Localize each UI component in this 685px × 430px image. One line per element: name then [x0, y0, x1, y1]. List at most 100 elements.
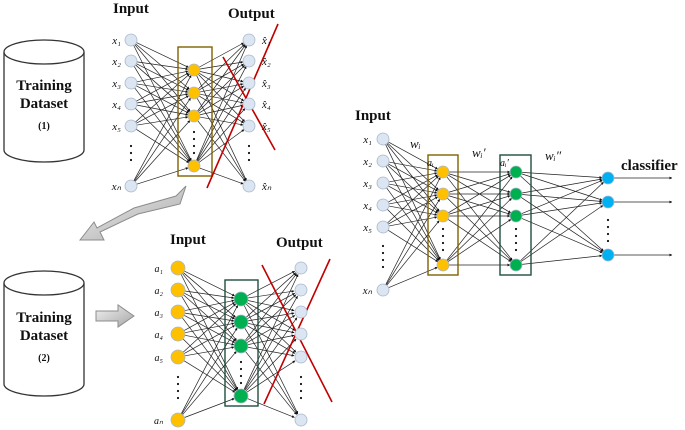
p1-edge-in-hidden	[136, 95, 189, 124]
training-dataset-1-cylinder: Training Dataset (1)	[3, 39, 85, 163]
p2-edge-hidden-out	[246, 315, 296, 343]
p3-input-label: x₂	[362, 156, 372, 168]
p1-discard-cross-line-1	[206, 23, 279, 189]
p1-hidden-layer-box	[177, 46, 213, 177]
p3-edge-in-h1	[385, 198, 441, 286]
p3-edge-h2-out	[521, 178, 603, 194]
p1-output-node	[242, 179, 256, 193]
p1-edge-hidden-out	[196, 75, 247, 181]
p2-edge-hidden-out	[243, 305, 299, 414]
p2-edge-in-hidden	[182, 294, 237, 342]
p1-edge-hidden-out	[199, 93, 244, 104]
p1-edge-in-hidden	[136, 85, 189, 114]
p3-classifier-node	[601, 195, 615, 209]
p3-edge-in-h1	[387, 229, 439, 263]
p2-output-node	[294, 283, 308, 297]
p2-edge-in-hidden	[180, 304, 239, 414]
p1-edge-hidden-out	[198, 43, 245, 90]
p1-output-label: x̂ₙ	[261, 181, 272, 193]
p2-edge-hidden-out	[247, 398, 295, 418]
p2-edge-hidden-out	[247, 334, 295, 345]
p1-input-label: x₁	[111, 35, 121, 47]
p3-edge-in-h1	[386, 220, 440, 286]
p3-input-ellipsis	[381, 258, 385, 262]
p1-edge-hidden-out	[197, 44, 246, 112]
p1-input-node	[124, 119, 138, 133]
p2-edge-in-hidden	[183, 302, 236, 331]
flow-arrow-right-icon	[95, 304, 135, 328]
p2-hidden-ellipsis	[239, 367, 243, 371]
p3-hidden2-ellipsis	[514, 241, 518, 245]
p3-input-label: x₁	[362, 134, 372, 146]
cylinder-1-number: (1)	[38, 121, 50, 132]
p2-output-node	[294, 305, 308, 319]
p1-input-ellipsis	[129, 158, 133, 162]
p1-edge-in-hidden	[134, 97, 191, 182]
p3-hidden1-node	[436, 165, 450, 179]
p3-hidden2-ellipsis	[514, 234, 518, 238]
connection-lines	[133, 42, 673, 418]
p1-input-label: x₂	[111, 56, 121, 68]
p3-hidden2-ellipsis	[514, 248, 518, 252]
p3-input-ellipsis	[381, 251, 385, 255]
p3-edge-h2-out	[521, 173, 603, 201]
p1-edge-in-hidden	[136, 167, 189, 185]
p2-edge-hidden-out	[244, 295, 298, 391]
p1-input-label: x₃	[111, 78, 121, 90]
p3-input-node	[376, 283, 390, 297]
panel3-input-label: Input	[355, 108, 391, 124]
p3-hidden1-box	[427, 154, 459, 276]
p1-hidden-node	[187, 86, 201, 100]
p3-edge-in-h1	[385, 166, 441, 261]
p1-input-label: x₄	[111, 99, 121, 111]
p1-output-label: x̂₅	[261, 121, 271, 133]
p1-output-label: x̂₁	[261, 35, 271, 47]
p3-input-label: x₄	[362, 200, 372, 212]
p2-edge-hidden-out	[246, 302, 296, 331]
p2-input-node	[170, 349, 186, 365]
p3-classifier-node	[601, 248, 615, 262]
p3-hidden1-ellipsis	[441, 248, 445, 252]
p2-input-label: a₁	[155, 264, 163, 275]
p1-edge-hidden-out	[199, 104, 244, 116]
p2-edge-in-hidden	[183, 315, 236, 343]
p3-edge-h2-out	[521, 194, 603, 203]
p3-hidden1-ellipsis	[441, 227, 445, 231]
p1-input-node	[124, 54, 138, 68]
p3-hidden2-node	[509, 258, 523, 272]
p1-input-label: xₙ	[111, 181, 122, 193]
p2-input-ellipsis	[176, 382, 180, 386]
p2-edge-hidden-out	[245, 351, 297, 415]
p2-edge-in-hidden	[184, 292, 236, 320]
p2-edge-hidden-out	[247, 300, 295, 312]
p3-edge-in-h1	[388, 216, 438, 227]
p1-edge-hidden-out	[199, 42, 244, 68]
p1-edge-in-hidden	[133, 75, 192, 181]
p1-edge-hidden-out	[198, 72, 245, 102]
p3-edge-h2-out	[521, 201, 603, 216]
p1-edge-hidden-out	[199, 60, 244, 70]
p1-hidden-ellipsis	[192, 151, 196, 155]
p2-input-node	[170, 282, 186, 298]
p2-output-node	[294, 413, 308, 427]
p2-hidden-ellipsis	[239, 381, 243, 385]
p2-edge-hidden-out	[245, 294, 297, 342]
p2-edge-hidden-out	[245, 338, 297, 392]
p1-input-node	[124, 97, 138, 111]
p3-classifier-ellipsis	[606, 218, 610, 222]
p3-hidden-layer-label: aᵢ′	[500, 158, 510, 169]
p1-edge-in-hidden	[134, 87, 191, 162]
p1-edge-in-hidden	[136, 70, 189, 83]
p2-edge-hidden-out	[243, 274, 299, 390]
p1-edge-in-hidden	[136, 115, 189, 126]
p2-edge-hidden-out	[244, 327, 298, 415]
p3-weight-label: wᵢ	[410, 136, 421, 151]
p1-edge-in-hidden	[136, 42, 189, 68]
cylinder-1-title-line2: Dataset	[20, 96, 68, 112]
p1-edge-hidden-out	[198, 85, 245, 114]
p1-input-node	[124, 76, 138, 90]
p1-output-label: x̂₂	[261, 56, 271, 68]
p1-edge-hidden-out	[199, 116, 244, 126]
p3-input-node	[376, 198, 390, 212]
